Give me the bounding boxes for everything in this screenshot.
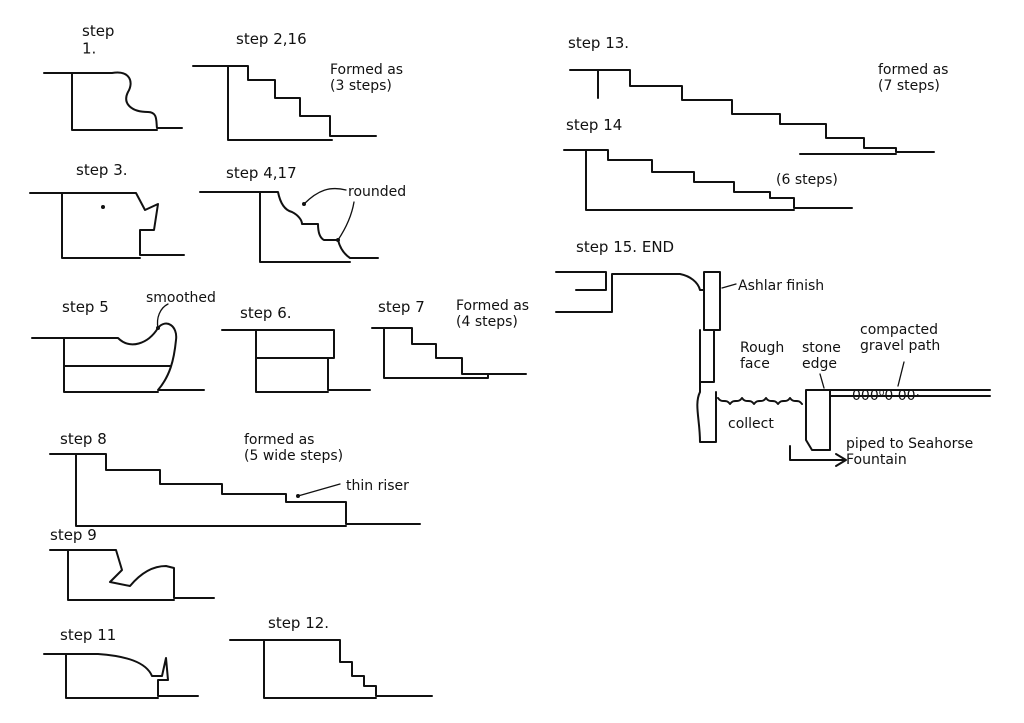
pipe-outlet: [789, 445, 847, 467]
step-14-diagram: step 14 (6 steps): [563, 116, 853, 211]
step-2-16-diagram: step 2,16 Formed as(3 steps): [192, 30, 403, 141]
stone-edge-block: [805, 389, 991, 451]
step-14-label: step 14: [566, 116, 622, 134]
step-8-note-thin-riser: thin riser: [346, 478, 409, 494]
step-11-profile: [43, 653, 199, 699]
step-2-16-label: step 2,16: [236, 30, 307, 48]
step-6-label: step 6.: [240, 304, 292, 322]
step-3-label: step 3.: [76, 161, 128, 179]
step-12-diagram: step 12.: [229, 614, 433, 699]
step-9-diagram: step 9: [49, 526, 215, 601]
collect-channel: [717, 397, 803, 405]
collect-label: collect: [728, 416, 774, 432]
step-6-profile: [221, 329, 371, 393]
step-2-16-profile: [192, 65, 377, 141]
ashlar-pointer: [721, 283, 737, 289]
step-9-label: step 9: [50, 526, 97, 544]
step-5-diagram: step 5 smoothed: [31, 290, 216, 393]
step-8-label: step 8: [60, 430, 107, 448]
step-12-profile: [229, 639, 433, 699]
step-3-profile: [29, 192, 185, 259]
step-4-17-label: step 4,17: [226, 164, 297, 182]
stone-edge-pointer: [819, 373, 825, 389]
step-7-profile: [371, 327, 527, 379]
step-8-diagram: step 8 formed as(5 wide steps) thin rise…: [49, 430, 421, 527]
step-2-16-note: Formed as(3 steps): [330, 62, 403, 94]
step-11-label: step 11: [60, 626, 116, 644]
step-13-note: formed as(7 steps): [878, 62, 948, 94]
step-4-17-profile: [199, 191, 379, 263]
step-8-note: formed as(5 wide steps): [244, 432, 343, 464]
step-15-label: step 15. END: [576, 238, 674, 256]
step-7-note: Formed as(4 steps): [456, 298, 529, 330]
step-14-note: (6 steps): [776, 172, 838, 188]
step-9-profile: [49, 549, 215, 601]
ashlar-finish-label: Ashlar finish: [738, 278, 824, 294]
step-13-label: step 13.: [568, 34, 629, 52]
step-7-diagram: step 7 Formed as(4 steps): [371, 298, 529, 379]
step-7-label: step 7: [378, 298, 425, 316]
thin-riser-pointer: [297, 483, 341, 497]
step-13-diagram: step 13. formed as(7 steps): [568, 34, 948, 155]
step-3-diagram: step 3.: [29, 161, 185, 259]
smoothed-pointer: [156, 303, 169, 329]
step-4-17-diagram: step 4,17 rounded: [199, 164, 406, 263]
rounded-pointer: [303, 187, 355, 241]
step-8-profile: [49, 453, 421, 527]
step-5-profile: [31, 322, 205, 393]
step-15-profile: [555, 271, 721, 443]
step-11-diagram: step 11: [43, 626, 199, 699]
step-1-profile: [43, 71, 183, 131]
step-5-label: step 5: [62, 298, 109, 316]
gravel-pointer: [897, 361, 905, 387]
step-12-label: step 12.: [268, 614, 329, 632]
step-6-diagram: step 6.: [221, 304, 371, 393]
step-13-profile: [569, 69, 935, 155]
step-4-17-note: rounded: [348, 184, 406, 200]
step-5-note: smoothed: [146, 290, 216, 306]
step-14-profile: [563, 149, 853, 211]
